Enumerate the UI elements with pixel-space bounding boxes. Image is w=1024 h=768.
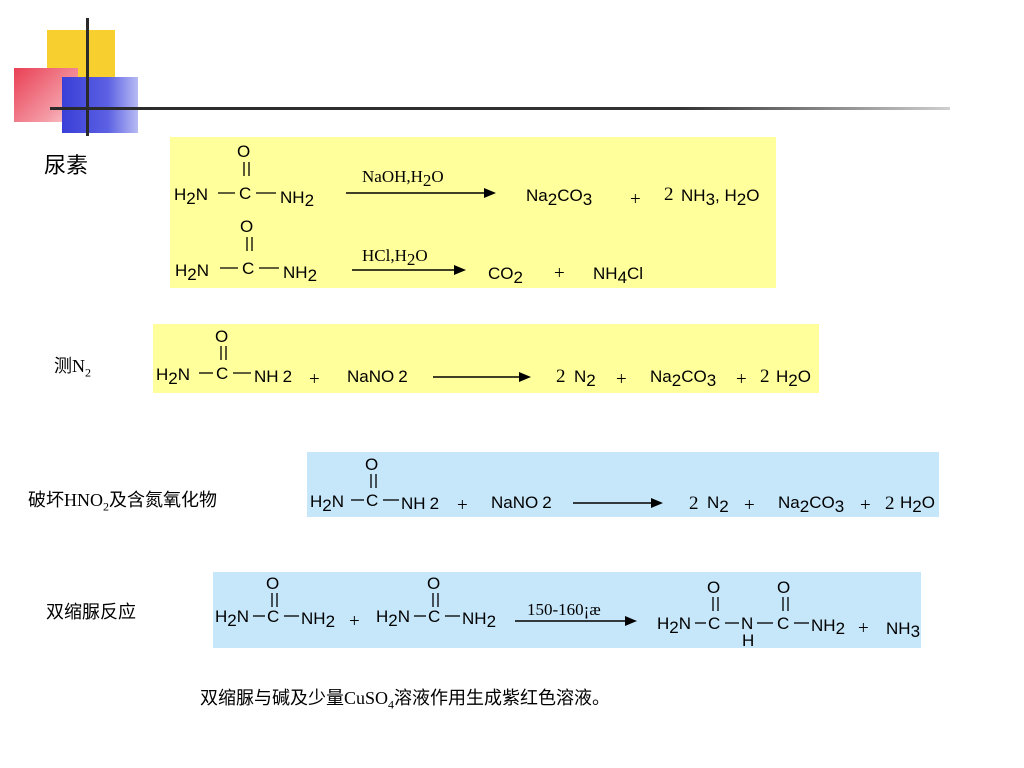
r4-n2: N2: [707, 493, 729, 516]
r2-carbon: C: [242, 259, 254, 278]
measure-n2-label: 测N2: [54, 356, 91, 380]
r5-biuret-h: H: [742, 631, 754, 648]
r2-plus: +: [554, 263, 565, 284]
r5-biuret-h2n: H2N: [657, 614, 691, 637]
r1-product-na2co3: Na2CO3: [526, 186, 592, 209]
r1-nh2: NH2: [280, 188, 314, 210]
urea-heading: 尿素: [44, 154, 89, 179]
r1-carbon: C: [239, 184, 251, 203]
r3-coef-2a: 2: [556, 366, 566, 387]
r5-biuret-o2: O: [777, 578, 790, 597]
r5-urea1-carbon: C: [267, 607, 279, 626]
r5-biuret-nh2: NH2: [811, 616, 845, 638]
r3-coef-2b: 2: [760, 366, 770, 387]
r4-carbon: C: [366, 491, 378, 510]
r5-plus-1: +: [349, 611, 360, 632]
urea-hydrolysis-equations: O H2N C NH2 NaOH,H2O Na2CO3 + 2 NH3, H2O…: [174, 142, 759, 287]
r4-plus-3: +: [860, 495, 871, 516]
r5-biuret-o1: O: [707, 578, 720, 597]
decor-horizontal-line: [50, 107, 950, 110]
r1-product-nh3: NH3, H2O: [681, 186, 759, 209]
r5-urea1-nh2: NH2: [301, 609, 335, 631]
r3-carbon: C: [216, 364, 228, 383]
r1-h2n: H2N: [174, 185, 208, 208]
decor-blue-square: [62, 77, 138, 133]
r3-plus-2: +: [616, 369, 627, 390]
r1-plus: +: [630, 189, 641, 210]
r3-carbonyl-o: O: [215, 327, 228, 346]
r2-nh2: NH2: [283, 263, 317, 285]
decor-vertical-line: [86, 18, 89, 136]
r4-coef-2a: 2: [689, 493, 699, 514]
r3-na2co3: Na2CO3: [650, 367, 716, 390]
biuret-equation: O H2N C NH2 + O H2N C NH2 150-160¡æ O H2…: [215, 574, 920, 650]
r5-urea2-carbon: C: [428, 607, 440, 626]
r4-coef-2b: 2: [885, 493, 895, 514]
destroy-hno2-label: 破坏HNO2及含氮氧化物: [28, 490, 217, 514]
r5-biuret-n: N: [741, 614, 753, 633]
r4-carbonyl-o: O: [365, 455, 378, 474]
r5-plus-2: +: [858, 618, 869, 639]
r5-urea2-carbonyl-o: O: [427, 574, 440, 593]
r2-product-nh4cl: NH4Cl: [593, 264, 643, 287]
r2-product-co2: CO2: [488, 264, 523, 287]
r2-h2n: H2N: [175, 261, 209, 284]
r4-plus-1: +: [457, 495, 468, 516]
biuret-note: 双缩脲与碱及少量CuSO4溶液作用生成紫红色溶液。: [200, 688, 611, 712]
biuret-reaction-label: 双缩脲反应: [46, 602, 136, 622]
r5-urea1-carbonyl-o: O: [266, 574, 279, 593]
urea-hydrolysis-panel: O H2N C NH2 NaOH,H2O Na2CO3 + 2 NH3, H2O…: [170, 137, 776, 288]
r5-urea2-nh2: NH2: [462, 609, 496, 631]
r5-biuret-c1: C: [708, 614, 720, 633]
r1-coef-2: 2: [664, 184, 674, 205]
r5-biuret-c2: C: [777, 614, 789, 633]
r5-nh3: NH3: [886, 619, 920, 641]
r4-h2n: H2N: [310, 492, 344, 515]
biuret-panel: O H2N C NH2 + O H2N C NH2 150-160¡æ O H2…: [213, 572, 921, 650]
r3-n2: N2: [574, 367, 596, 390]
r3-h2o: H2O: [776, 367, 811, 390]
r4-plus-2: +: [744, 495, 755, 516]
r3-plus-3: +: [736, 369, 747, 390]
r1-carbonyl-o: O: [237, 142, 250, 161]
r2-carbonyl-o: O: [240, 217, 253, 236]
r2-condition: HCl,H2O: [362, 246, 428, 269]
r5-urea1-h2n: H2N: [215, 607, 249, 630]
r5-condition: 150-160¡æ: [527, 600, 601, 619]
r4-na2co3: Na2CO3: [778, 493, 844, 516]
r1-condition: NaOH,H2O: [362, 167, 444, 190]
r4-h2o: H2O: [900, 493, 935, 516]
r3-h2n: H2N: [156, 365, 190, 388]
r3-plus-1: +: [309, 369, 320, 390]
r5-urea2-h2n: H2N: [376, 607, 410, 630]
